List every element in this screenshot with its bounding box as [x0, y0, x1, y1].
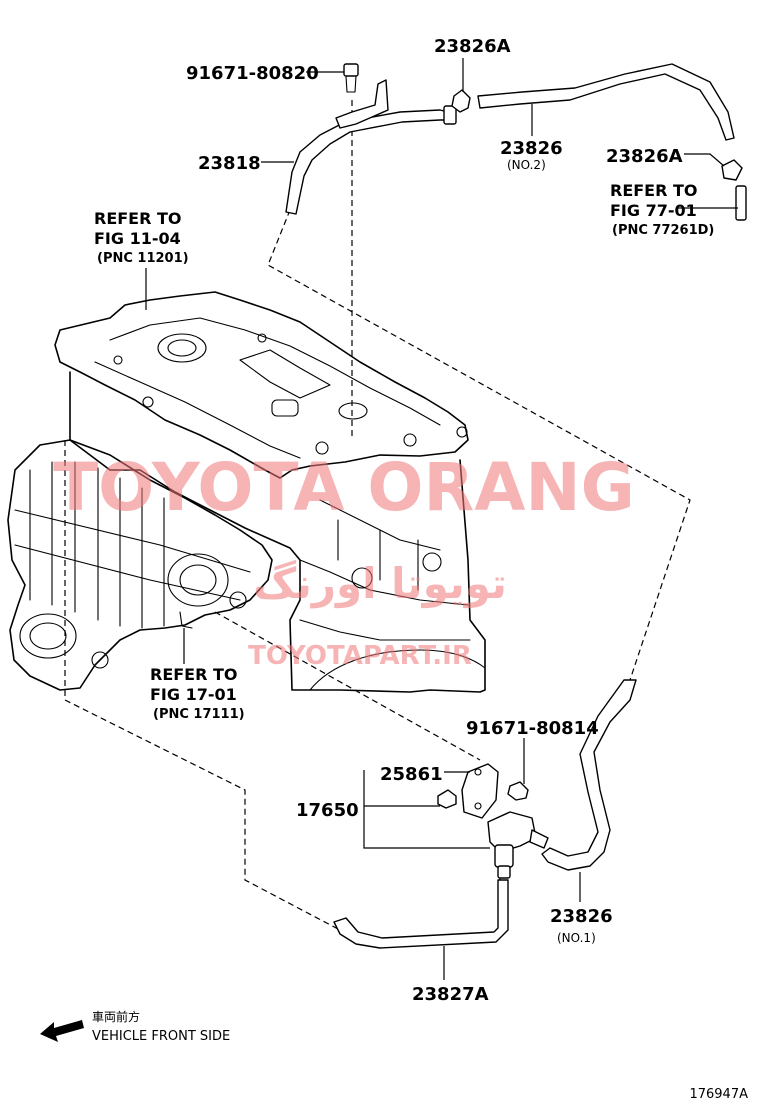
ref-77-01-pnc: (PNC 77261D) [612, 223, 714, 238]
reference-labels: REFER TO FIG 11-04 (PNC 11201) REFER TO … [94, 181, 714, 722]
watermark-url: TOYOTAPART.IR [248, 641, 472, 671]
bolt-17650-side-icon [437, 789, 457, 809]
bolt-91671-80814-icon [507, 781, 529, 801]
clamp-23826A-top-icon [451, 89, 471, 113]
callout-labels: 91671-80820 23826A 23818 23826 (NO.2) 23… [186, 36, 683, 1005]
bolt-91671-80820-icon [343, 63, 359, 93]
callout-23826A-top: 23826A [434, 36, 511, 57]
front-arrow-icon [40, 1020, 84, 1042]
leader-lines [145, 58, 738, 980]
engine-assembly-drawing [7, 291, 486, 693]
callout-23827A: 23827A [412, 984, 489, 1005]
callout-23818: 23818 [198, 153, 261, 174]
callout-25861: 25861 [380, 764, 443, 785]
ref-11-04-line1: REFER TO [94, 209, 182, 228]
watermark: TOYOTA ORANG تویوتا اورنگ TOYOTAPART.IR [53, 449, 635, 671]
direction-label-en: VEHICLE FRONT SIDE [92, 1029, 230, 1044]
callout-23826-no2: 23826 [500, 138, 563, 159]
pcv-valve-17650-icon [461, 763, 549, 879]
ref-17-01-pnc: (PNC 17111) [153, 707, 245, 722]
callout-23826-no1-note: (NO.1) [557, 931, 596, 945]
callout-17650: 17650 [296, 800, 359, 821]
ref-11-04-line2: FIG 11-04 [94, 229, 181, 248]
direction-label-jp: 車両前方 [92, 1009, 140, 1024]
ref-17-01-line1: REFER TO [150, 665, 238, 684]
pcv-hoses-and-valve [285, 63, 747, 949]
watermark-latin: TOYOTA ORANG [53, 449, 635, 526]
callout-23826-no2-note: (NO.2) [507, 158, 546, 172]
callout-91671-80814: 91671-80814 [466, 718, 599, 739]
callout-23826A-right: 23826A [606, 146, 683, 167]
ref-77-01-line2: FIG 77-01 [610, 201, 697, 220]
ref-77-01-line1: REFER TO [610, 181, 698, 200]
callout-91671-80820: 91671-80820 [186, 63, 319, 84]
vehicle-front-indicator: 車両前方 VEHICLE FRONT SIDE [40, 1009, 230, 1044]
ref-17-01-line2: FIG 17-01 [150, 685, 237, 704]
ref-11-04-pnc: (PNC 11201) [97, 251, 189, 266]
figure-id: 176947A [689, 1087, 748, 1102]
clamp-23826A-right-icon [721, 159, 743, 181]
callout-23826-no1: 23826 [550, 906, 613, 927]
watermark-arabic: تویوتا اورنگ [253, 559, 507, 609]
